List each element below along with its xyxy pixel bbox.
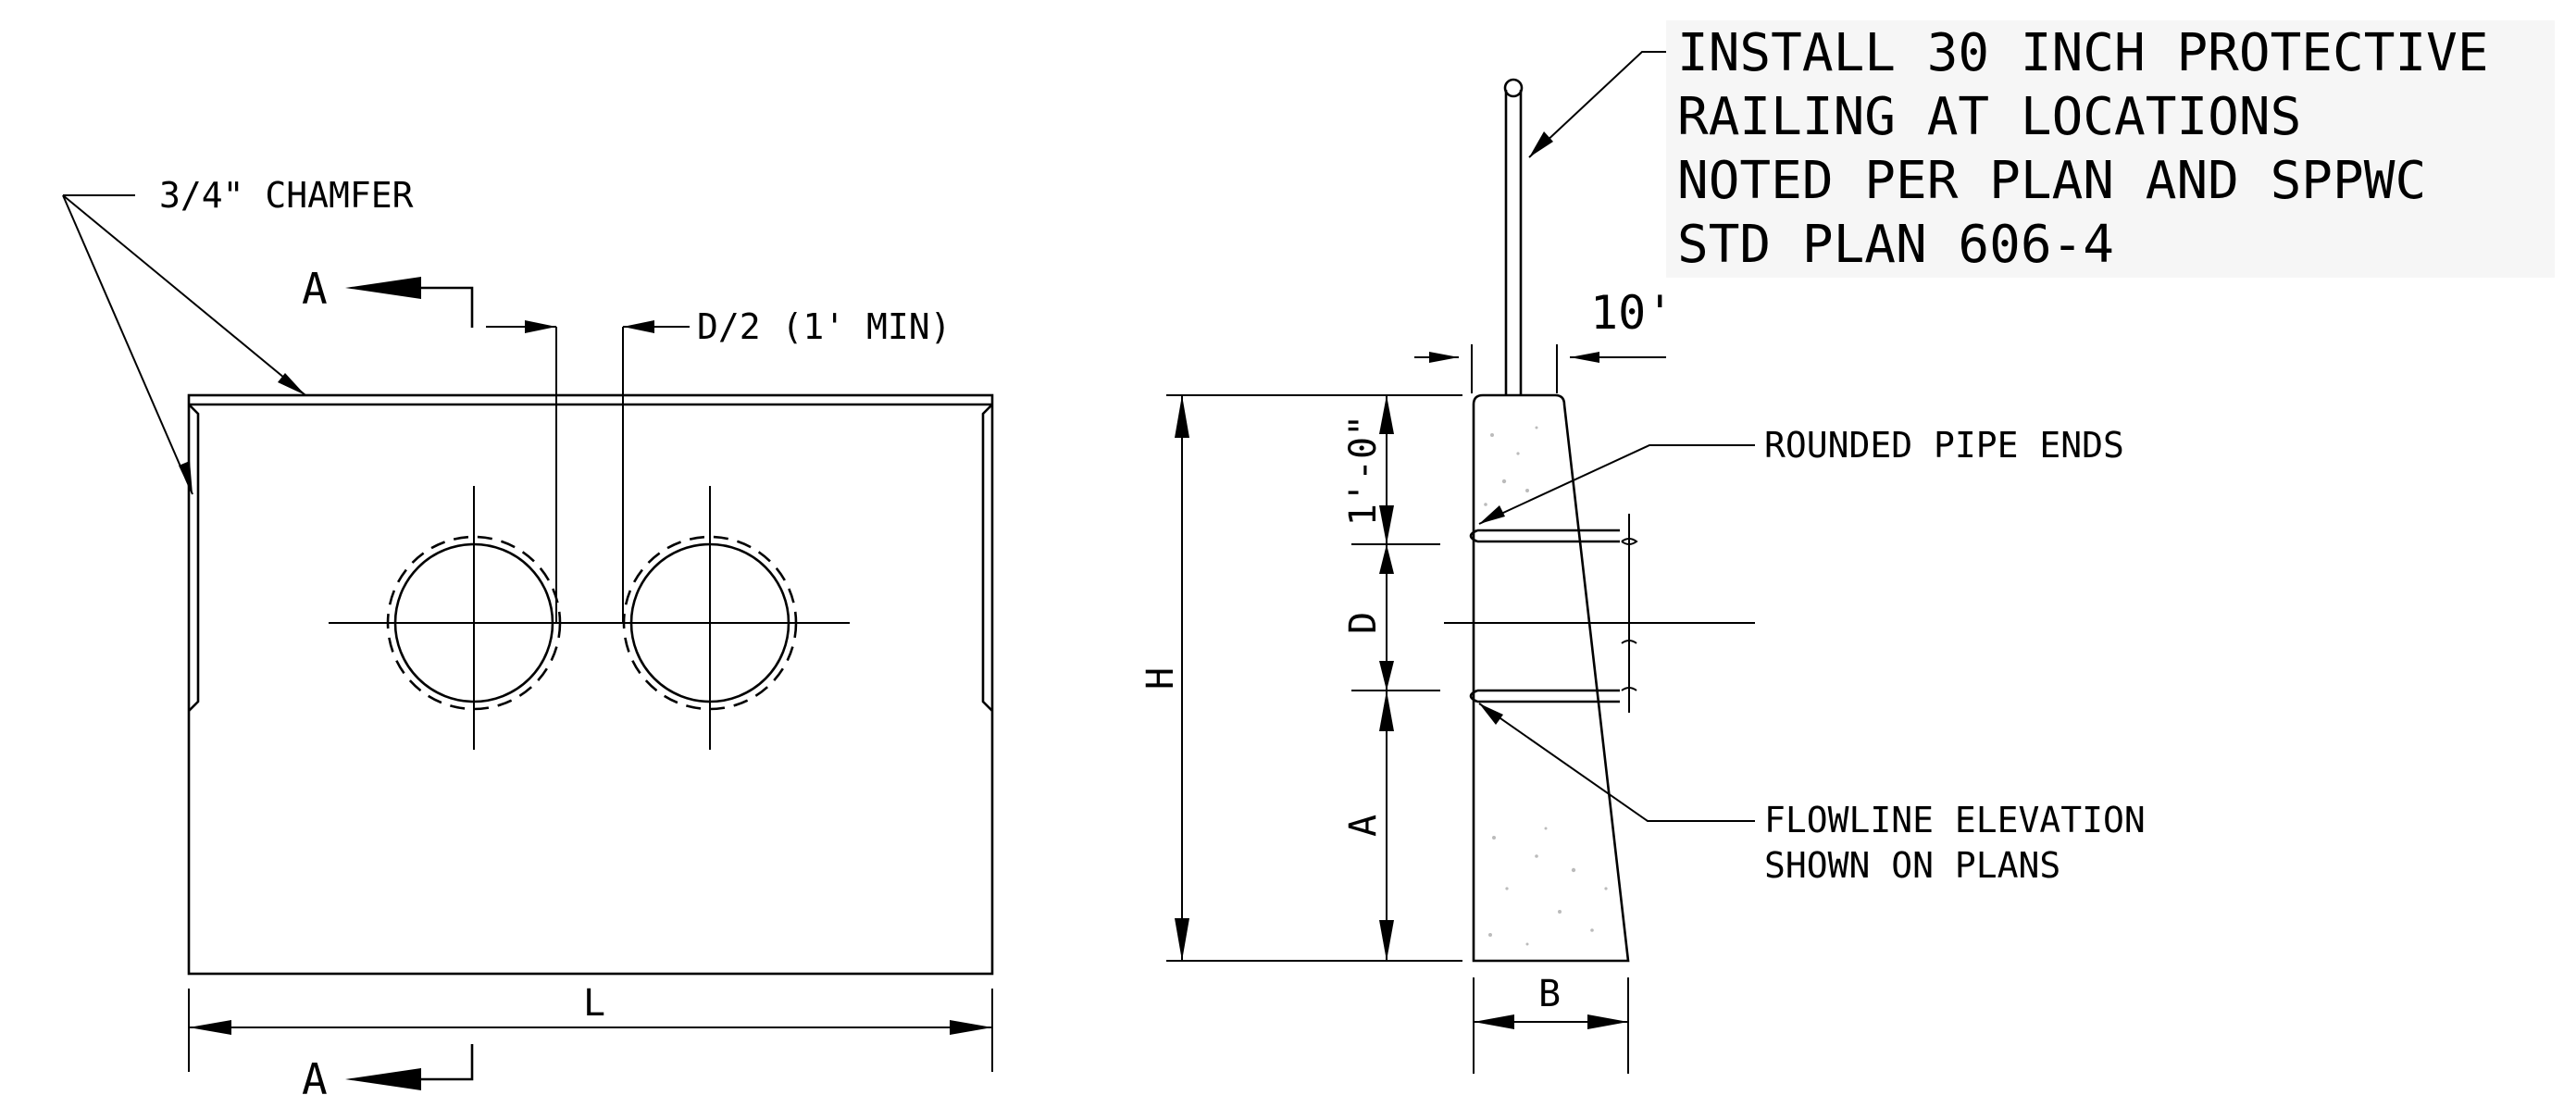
- height-label: H: [1139, 667, 1182, 690]
- pipe-section: [1444, 514, 1755, 713]
- railing-note-line-3: NOTED PER PLAN AND SPPWC: [1677, 151, 2426, 211]
- length-dimension: L: [188, 982, 993, 1072]
- base-width-dimension: B: [1473, 973, 1629, 1074]
- top-width-label: 10': [1590, 286, 1674, 340]
- flowline-note-line-2: SHOWN ON PLANS: [1764, 845, 2060, 886]
- section-label-bottom: A: [302, 1054, 328, 1095]
- chamfer-right-edge: [981, 404, 993, 712]
- railing-note-line-4: STD PLAN 606-4: [1677, 215, 2114, 275]
- section-view: INSTALL 30 INCH PROTECTIVE RAILING AT LO…: [1139, 20, 2555, 1074]
- section-cut-marker-bottom: A: [302, 1044, 474, 1095]
- section-cut-marker-top: A: [302, 264, 474, 328]
- wall-section-outline: [1472, 393, 1630, 963]
- protective-railing: [1503, 78, 1524, 395]
- base-width-label: B: [1538, 973, 1561, 1015]
- pipe-opening-left: [386, 486, 562, 750]
- section-label-top: A: [302, 264, 328, 314]
- pipe-ends-callout: ROUNDED PIPE ENDS: [1478, 425, 2124, 525]
- vertical-dimensions: 1'-0" D A: [1342, 395, 1440, 961]
- wall-outline: [187, 393, 994, 976]
- chamfer-callout: 3/4" CHAMFER: [62, 175, 414, 495]
- bottom-dim-label: A: [1342, 815, 1385, 837]
- railing-note-line-2: RAILING AT LOCATIONS: [1677, 87, 2301, 147]
- top-dim-label: 1'-0": [1342, 415, 1385, 526]
- pipe-spacing-dimension: D/2 (1' MIN): [486, 306, 952, 623]
- chamfer-left-edge: [188, 404, 200, 712]
- pipe-spacing-label: D/2 (1' MIN): [697, 306, 952, 347]
- length-label: L: [583, 982, 605, 1025]
- concrete-hatch: [1484, 426, 1608, 946]
- pipe-dim-label: D: [1342, 612, 1385, 634]
- top-width-dimension: 10': [1414, 286, 1674, 393]
- chamfer-label: 3/4" CHAMFER: [159, 175, 414, 216]
- railing-note: INSTALL 30 INCH PROTECTIVE RAILING AT LO…: [1528, 20, 2555, 278]
- height-dimension: H: [1139, 394, 1462, 962]
- flowline-note-line-1: FLOWLINE ELEVATION: [1764, 800, 2146, 840]
- flowline-callout: FLOWLINE ELEVATION SHOWN ON PLANS: [1478, 703, 2146, 886]
- pipe-opening-right: [622, 486, 798, 750]
- railing-note-line-1: INSTALL 30 INCH PROTECTIVE: [1677, 23, 2489, 83]
- elevation-view: D/2 (1' MIN) 3/4" CHAMFER A A: [62, 175, 994, 1095]
- pipe-ends-label: ROUNDED PIPE ENDS: [1764, 425, 2124, 466]
